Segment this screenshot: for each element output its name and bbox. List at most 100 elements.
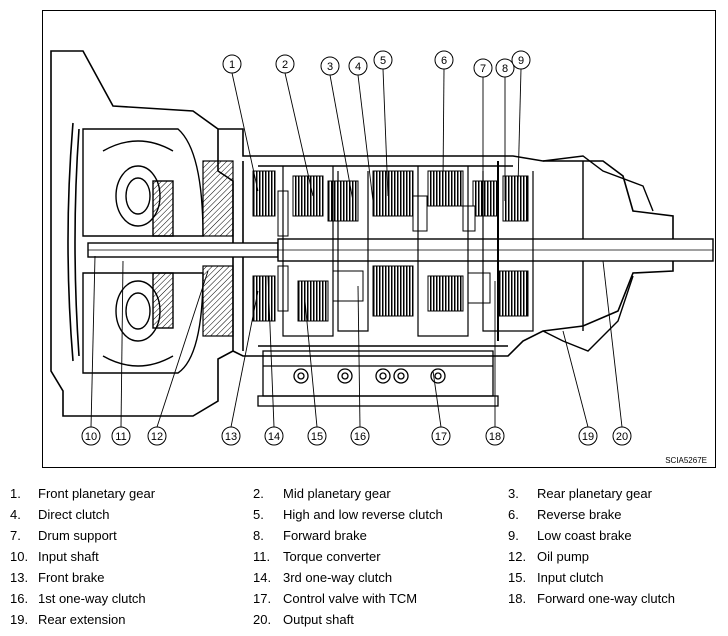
callout-circle bbox=[431, 426, 451, 446]
legend-label: Output shaft bbox=[283, 612, 354, 627]
callout-circle bbox=[350, 426, 370, 446]
callout-number: 10 bbox=[85, 431, 97, 443]
callout-number: 17 bbox=[435, 431, 447, 443]
callout-number: 16 bbox=[354, 431, 366, 443]
callout-leader bbox=[267, 275, 275, 428]
callout-number: 12 bbox=[151, 431, 163, 443]
callout-number: 11 bbox=[115, 431, 126, 443]
oil-pump-drawing bbox=[202, 160, 234, 337]
callout-7: 7 bbox=[473, 58, 493, 186]
legend-label: Front planetary gear bbox=[38, 486, 156, 501]
callout-circle bbox=[275, 54, 295, 74]
legend-label: Rear extension bbox=[38, 612, 126, 627]
callout-circle bbox=[578, 426, 598, 446]
clutch-packs-lower bbox=[252, 265, 529, 322]
legend-number: 2. bbox=[253, 486, 264, 501]
callout-circle bbox=[612, 426, 632, 446]
callout-number: 1 bbox=[229, 59, 235, 71]
figure-id: SCIA5267E bbox=[665, 456, 707, 465]
legend-number: 15. bbox=[508, 570, 527, 585]
callout-leader bbox=[120, 260, 124, 428]
callout-number: 18 bbox=[489, 431, 501, 443]
clutch-packs-upper bbox=[252, 170, 529, 237]
legend-row: 19.Rear extension 20.Output shaft bbox=[0, 612, 728, 632]
callout-leader bbox=[304, 300, 318, 428]
callout-number: 20 bbox=[616, 431, 628, 443]
callout-leader bbox=[562, 330, 589, 428]
callout-leader bbox=[517, 68, 522, 187]
callout-circle bbox=[111, 426, 131, 446]
callout-leader bbox=[357, 74, 374, 202]
legend-number: 1. bbox=[10, 486, 21, 501]
legend-label: Reverse brake bbox=[537, 507, 622, 522]
callout-leader bbox=[382, 68, 389, 197]
callout-16: 16 bbox=[350, 285, 370, 446]
callout-number: 5 bbox=[380, 55, 386, 67]
legend-label: Low coast brake bbox=[537, 528, 632, 543]
legend-number: 20. bbox=[253, 612, 272, 627]
legend-number: 10. bbox=[10, 549, 29, 564]
legend-number: 13. bbox=[10, 570, 29, 585]
control-valve-drawing bbox=[257, 350, 499, 407]
callout-1: 1 bbox=[222, 54, 259, 192]
callout-number: 7 bbox=[480, 63, 486, 75]
legend-label: High and low reverse clutch bbox=[283, 507, 443, 522]
callout-circle bbox=[264, 426, 284, 446]
callout-leader bbox=[284, 72, 314, 197]
callout-circle bbox=[147, 426, 167, 446]
callout-leader bbox=[231, 72, 259, 192]
callout-6: 6 bbox=[434, 50, 454, 182]
callout-number: 2 bbox=[282, 59, 288, 71]
callout-20: 20 bbox=[602, 260, 632, 446]
legend-number: 17. bbox=[253, 591, 272, 606]
legend-number: 8. bbox=[253, 528, 264, 543]
callout-number: 14 bbox=[268, 431, 280, 443]
callout-number: 9 bbox=[518, 55, 524, 67]
callout-11: 11 bbox=[111, 260, 131, 446]
legend-label: Front brake bbox=[38, 570, 105, 585]
legend-label: Forward brake bbox=[283, 528, 367, 543]
callout-circle bbox=[307, 426, 327, 446]
legend-number: 14. bbox=[253, 570, 272, 585]
legend-label: Torque converter bbox=[283, 549, 381, 564]
legend-label: Oil pump bbox=[537, 549, 590, 564]
legend-label: Mid planetary gear bbox=[283, 486, 391, 501]
legend-label: Input shaft bbox=[38, 549, 99, 564]
callout-leader bbox=[90, 255, 96, 428]
callout-18: 18 bbox=[485, 281, 505, 446]
callout-2: 2 bbox=[275, 54, 314, 197]
callout-5: 5 bbox=[373, 50, 393, 197]
legend-number: 18. bbox=[508, 591, 527, 606]
callout-circle bbox=[485, 426, 505, 446]
callout-19: 19 bbox=[562, 330, 598, 446]
callout-leader bbox=[329, 74, 354, 202]
callout-number: 8 bbox=[502, 63, 508, 75]
callout-17: 17 bbox=[431, 370, 451, 446]
legend-number: 3. bbox=[508, 486, 519, 501]
callout-circle bbox=[473, 58, 493, 78]
legend-label: 3rd one-way clutch bbox=[283, 570, 393, 585]
legend-label: Control valve with TCM bbox=[283, 591, 418, 606]
legend-number: 7. bbox=[10, 528, 21, 543]
legend-number: 5. bbox=[253, 507, 264, 522]
callout-4: 4 bbox=[348, 56, 374, 202]
main-shaft bbox=[87, 238, 714, 262]
legend-number: 4. bbox=[10, 507, 21, 522]
legend-label: Forward one-way clutch bbox=[537, 591, 675, 606]
callout-10: 10 bbox=[81, 255, 101, 446]
legend-number: 6. bbox=[508, 507, 519, 522]
callout-leader bbox=[156, 270, 209, 428]
legend-row: 10.Input shaft 11.Torque converter 12.Oi… bbox=[0, 549, 728, 569]
callout-circle bbox=[81, 426, 101, 446]
legend-row: 7.Drum support 8.Forward brake 9.Low coa… bbox=[0, 528, 728, 548]
legend-label: Drum support bbox=[38, 528, 117, 543]
callout-leader bbox=[357, 285, 361, 428]
callout-15: 15 bbox=[304, 300, 327, 446]
callout-8: 8 bbox=[495, 58, 515, 201]
callout-13: 13 bbox=[221, 290, 259, 446]
callout-leader bbox=[432, 370, 442, 428]
callout-number: 13 bbox=[225, 431, 237, 443]
